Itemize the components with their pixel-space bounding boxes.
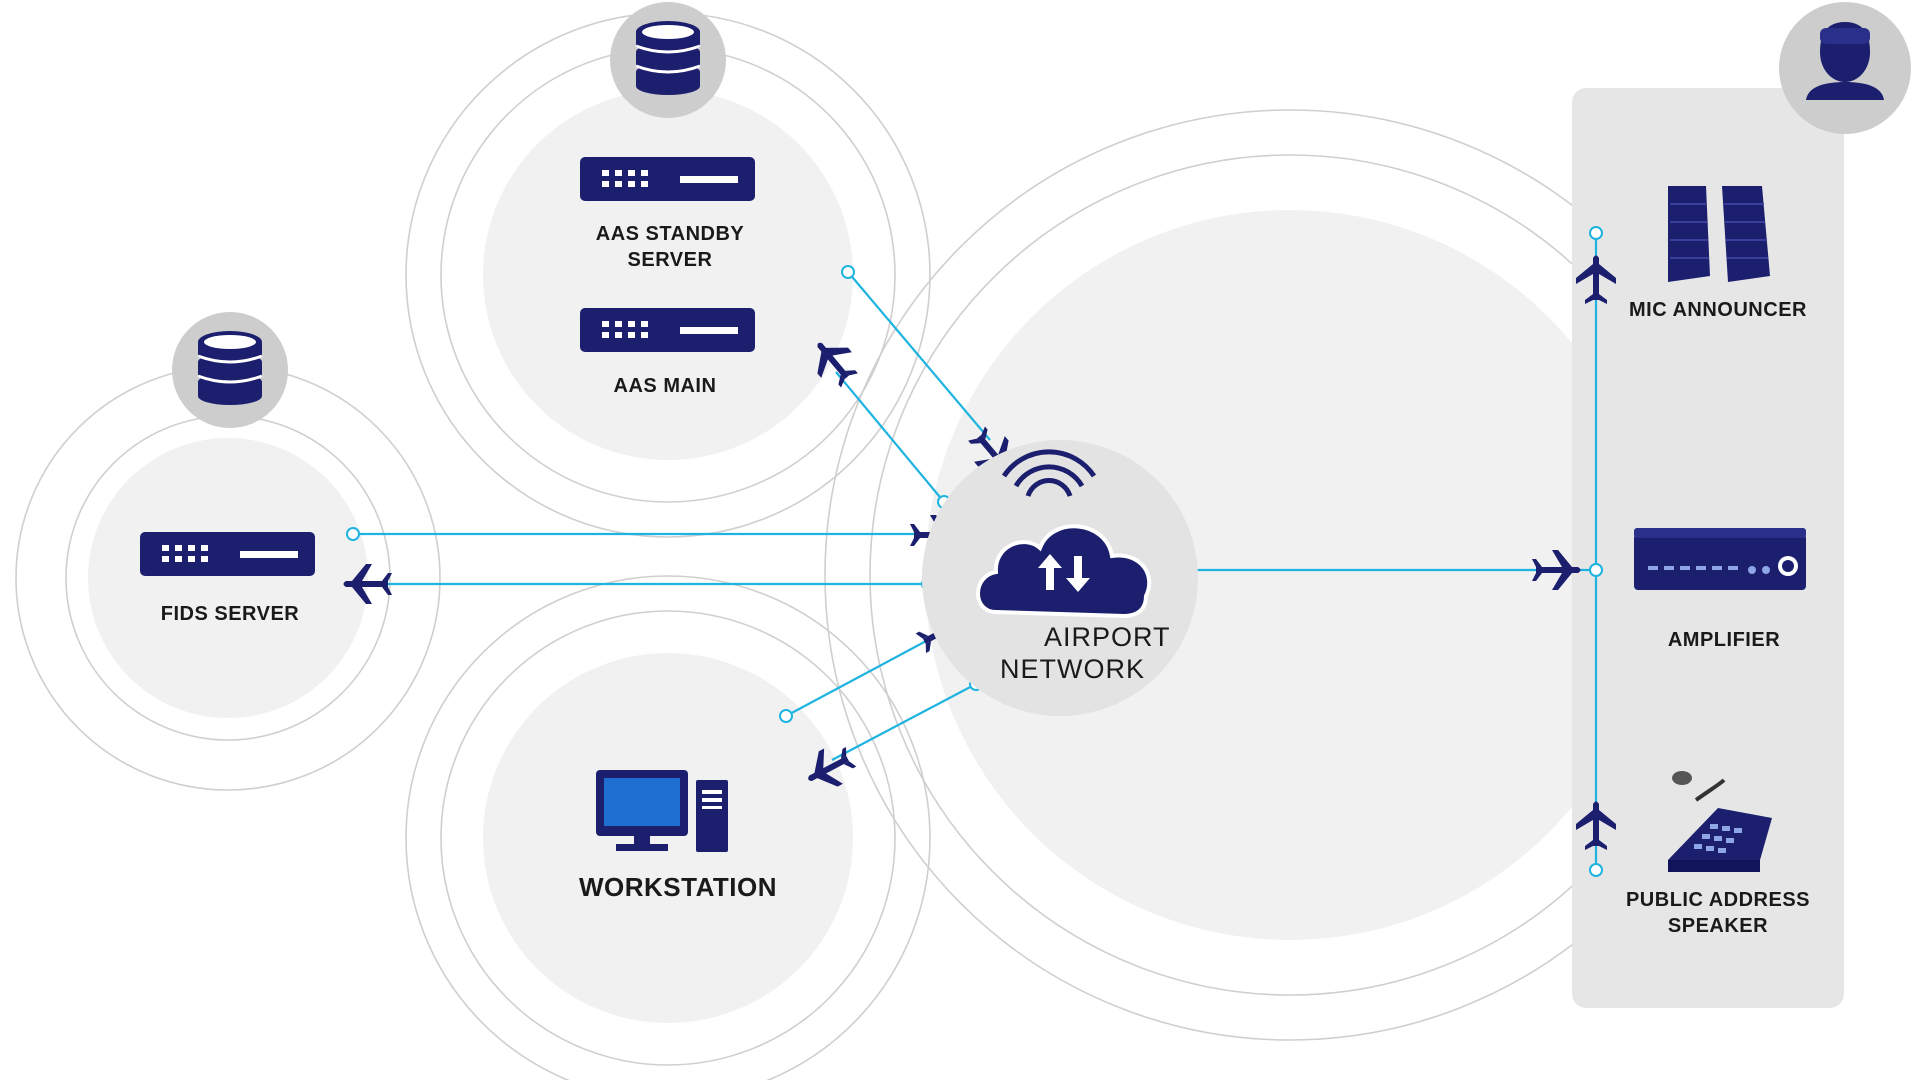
aas-standby-label: AAS STANDBY [596, 223, 745, 245]
server-icon [580, 308, 755, 352]
database-icon [634, 19, 702, 97]
aas-database-badge [610, 2, 726, 118]
network-zone [824, 109, 1756, 1041]
fids-database-badge [172, 312, 288, 428]
fids-server-label: FIDS SERVER [161, 603, 300, 625]
cloud-network-icon [976, 524, 1152, 619]
user-icon [1806, 22, 1884, 100]
aas-zone [405, 12, 931, 538]
aas-standby-label-line2: SERVER [628, 249, 713, 271]
workstation-label: WORKSTATION [579, 872, 777, 902]
connection-links [353, 233, 1598, 870]
amplifier-icon [1634, 528, 1806, 590]
server-icon [140, 532, 315, 576]
database-icon [196, 329, 264, 407]
airport-network-label-line2: NETWORK [1000, 654, 1145, 684]
server-icon [580, 157, 755, 201]
pa-speaker-label: PUBLIC ADDRESS [1626, 889, 1810, 911]
wifi-icon [1001, 449, 1097, 497]
speaker-columns-icon [1668, 186, 1770, 282]
aas-main-label: AAS MAIN [614, 375, 717, 397]
workstation-computer-icon [596, 770, 728, 852]
airport-network-label: AIRPORT [1044, 622, 1171, 652]
pa-speaker-label-line2: SPEAKER [1668, 915, 1768, 937]
workstation-zone [405, 575, 931, 1080]
user-badge [1779, 2, 1911, 134]
amplifier-label: AMPLIFIER [1668, 629, 1780, 651]
fids-zone [15, 365, 441, 791]
airport-network-node [922, 440, 1198, 716]
paging-console-icon [1668, 771, 1772, 872]
mic-announcer-label: MIC ANNOUNCER [1629, 299, 1807, 321]
